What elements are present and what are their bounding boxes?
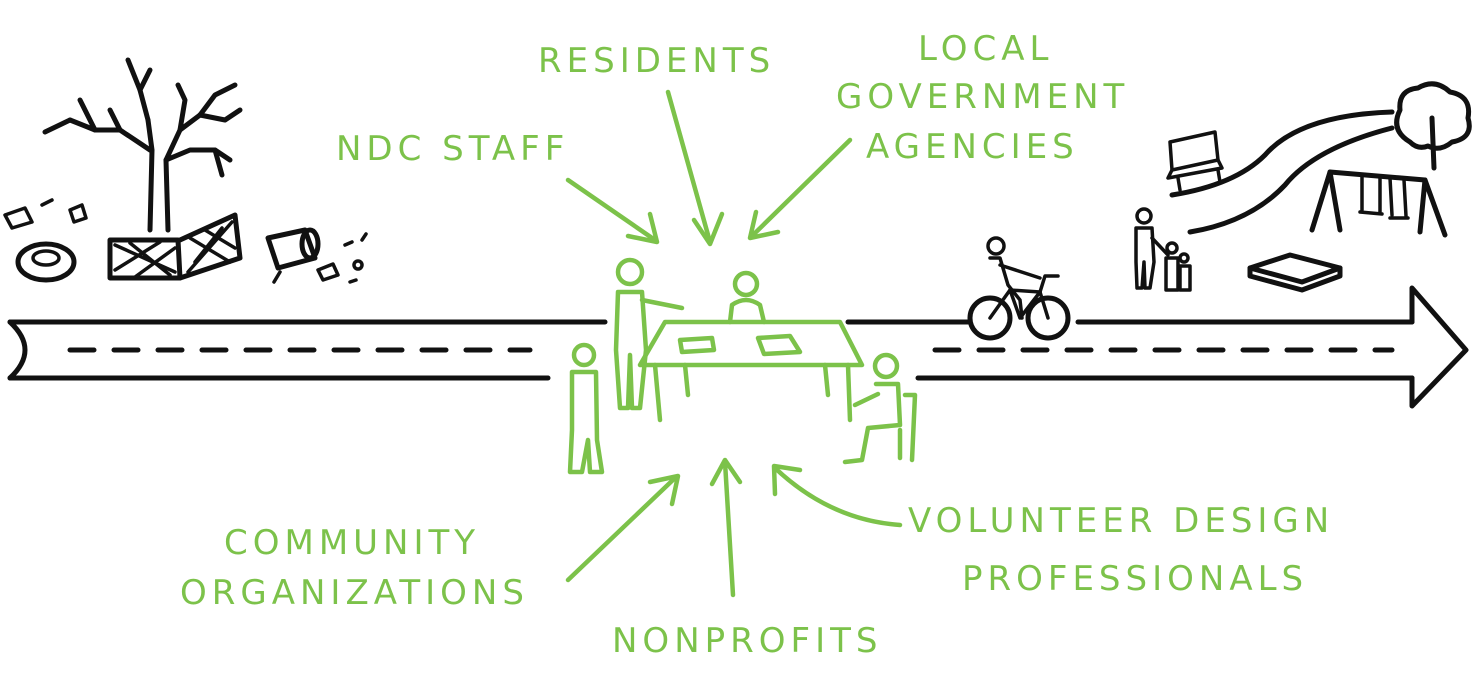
trash-can-icon — [268, 230, 318, 282]
arrow-local-government — [750, 140, 850, 238]
arrow-residents — [668, 92, 722, 244]
label-local-government-line3: AGENCIES — [866, 127, 1079, 167]
family-icon — [1136, 209, 1190, 290]
label-local-government-line2: GOVERNMENT — [836, 77, 1129, 117]
label-local-government-line1: LOCAL — [918, 29, 1053, 69]
label-ndc-staff: NDC STAFF — [336, 129, 569, 169]
stakeholder-labels: RESIDENTS LOCAL GOVERNMENT AGENCIES NDC … — [180, 29, 1334, 661]
cyclist-icon — [970, 238, 1068, 338]
tire-icon — [18, 244, 74, 280]
broken-fence-icon — [110, 215, 240, 278]
arrow-ndc-staff — [568, 180, 657, 242]
swing-set-icon — [1312, 172, 1445, 235]
sandbox-icon — [1250, 255, 1340, 290]
label-community-organizations-line2: ORGANIZATIONS — [180, 573, 529, 613]
road-arrow — [10, 288, 1466, 406]
bench-icon — [1168, 132, 1222, 190]
litter-icon — [5, 200, 366, 282]
label-residents: RESIDENTS — [538, 41, 775, 81]
seated-person-icon — [845, 355, 915, 462]
arrow-volunteer-design — [774, 466, 900, 525]
tree-icon — [1397, 84, 1470, 168]
label-nonprofits: NONPROFITS — [612, 621, 882, 661]
label-volunteer-design-line1: VOLUNTEER DESIGN — [908, 501, 1334, 541]
label-volunteer-design-line2: PROFESSIONALS — [962, 559, 1308, 599]
standing-person-icon — [616, 260, 682, 408]
arrow-community-organizations — [568, 476, 678, 580]
standing-person-icon — [570, 345, 602, 472]
bare-tree-icon — [45, 60, 240, 230]
meeting-table-icon — [640, 322, 862, 420]
arrow-nonprofits — [712, 460, 740, 595]
seated-person-icon — [730, 273, 764, 322]
label-community-organizations-line1: COMMUNITY — [224, 523, 480, 563]
